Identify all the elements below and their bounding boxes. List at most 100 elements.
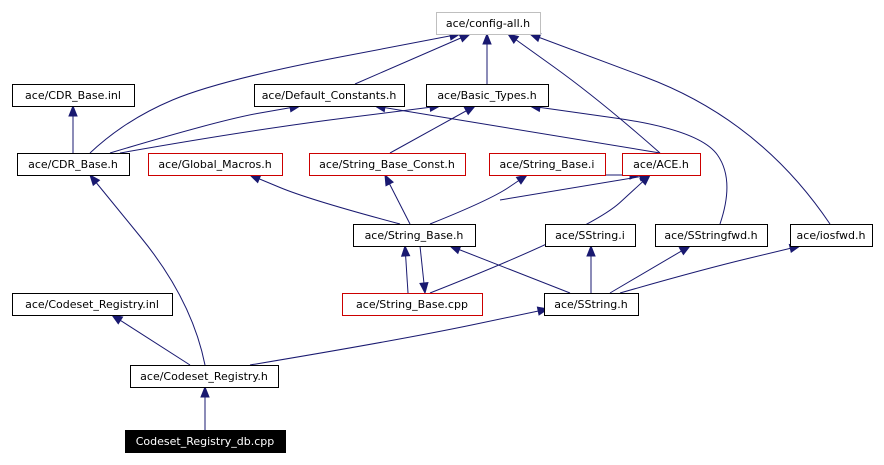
arrowhead-icon [639, 174, 651, 186]
node-box [353, 224, 476, 247]
node-label: ace/SString.i [555, 229, 625, 242]
node-cdr_base_inl[interactable]: ace/CDR_Base.inl [12, 84, 135, 107]
edge-string_base_cpp-to-string_base_h [400, 244, 411, 294]
arrowhead-icon [506, 33, 520, 44]
node-box [622, 153, 701, 176]
edge-line [619, 245, 801, 294]
node-box [17, 153, 130, 176]
node-label: ace/ACE.h [633, 158, 689, 171]
edge-codeset_registry_h-to-codeset_registry_inl [110, 314, 191, 366]
node-label: ace/config-all.h [446, 17, 530, 30]
arrowhead-icon [448, 245, 462, 255]
edge-line [529, 105, 728, 225]
node-iosfwd[interactable]: ace/iosfwd.h [790, 224, 873, 247]
edge-line [389, 105, 476, 154]
edge-line [507, 33, 661, 154]
edge-string_base_h-to-string_base_cpp [419, 245, 429, 295]
arrowhead-icon [200, 385, 210, 398]
node-box [12, 84, 135, 107]
edge-line [89, 33, 461, 154]
edge-codeset_registry_h-to-cdr_base_h [89, 173, 206, 366]
edge-iosfwd-to-config_all [528, 33, 831, 225]
edge-string_base_h-to-global_macros [248, 174, 401, 225]
edge-sstring_h-to-sstring_i [586, 244, 596, 293]
edge-line [429, 174, 528, 225]
node-label: ace/CDR_Base.h [28, 158, 118, 171]
edge-cdr_base_h-to-basic_types [119, 102, 442, 154]
edge-default_constants-to-config_all [354, 33, 472, 85]
edge-line [111, 314, 191, 366]
node-label: ace/String_Base_Const.h [319, 158, 455, 171]
node-box [545, 224, 636, 247]
node-box [12, 293, 173, 316]
node-string_base_h[interactable]: ace/String_Base.h [353, 224, 476, 247]
edge-line [499, 174, 651, 201]
arrowhead-icon [482, 32, 492, 45]
node-box [790, 224, 873, 247]
node-label: ace/Codeset_Registry.h [140, 370, 268, 383]
node-config_all[interactable]: ace/config-all.h [436, 12, 541, 35]
node-label: ace/SString.h [554, 298, 628, 311]
arrowhead-icon [419, 282, 429, 295]
edge-line [449, 245, 571, 294]
node-default_constants[interactable]: ace/Default_Constants.h [254, 84, 405, 107]
edge-line [119, 105, 441, 154]
node-box [489, 153, 606, 176]
edge-cdr_base_h-to-cdr_base_inl [68, 104, 78, 153]
edge-sstring_h-to-sstringfwd [609, 245, 692, 294]
edge-codeset_registry_db-to-codeset_registry_h [200, 385, 210, 430]
edge-line [609, 245, 691, 294]
node-box [148, 153, 283, 176]
node-cdr_base_h[interactable]: ace/CDR_Base.h [17, 153, 130, 176]
node-label: ace/String_Base.i [500, 158, 595, 171]
node-label: Codeset_Registry_db.cpp [136, 435, 274, 448]
node-label: ace/String_Base.h [365, 229, 464, 242]
arrowhead-icon [586, 244, 596, 257]
node-codeset_registry_h[interactable]: ace/Codeset_Registry.h [130, 365, 279, 388]
edge-line [249, 308, 549, 366]
arrowhead-icon [110, 314, 124, 325]
arrowhead-icon [248, 174, 262, 184]
arrowhead-icon [400, 244, 411, 257]
node-box [655, 224, 768, 247]
edge-sstring_h-to-string_base_h [448, 245, 571, 294]
node-codeset_registry_db[interactable]: Codeset_Registry_db.cpp [125, 430, 286, 453]
edge-string_base_h-to-string_base_i [429, 174, 529, 225]
node-string_base_cpp[interactable]: ace/String_Base.cpp [342, 293, 483, 316]
node-box [426, 84, 549, 107]
node-string_base_i[interactable]: ace/String_Base.i [489, 153, 606, 176]
arrowhead-icon [68, 104, 78, 117]
edge-line [374, 105, 661, 154]
arrowhead-icon [89, 173, 101, 187]
node-label: ace/Global_Macros.h [158, 158, 271, 171]
edge-string_base_const-to-basic_types [389, 105, 477, 154]
node-global_macros[interactable]: ace/Global_Macros.h [148, 153, 283, 176]
nodes-layer: ace/config-all.h ace/CDR_Base.inl ace/Defa… [12, 12, 873, 453]
node-label: ace/Default_Constants.h [262, 89, 397, 102]
node-basic_types[interactable]: ace/Basic_Types.h [426, 84, 549, 107]
arrowhead-icon [515, 174, 529, 185]
node-label: ace/Basic_Types.h [437, 89, 536, 102]
node-string_base_const[interactable]: ace/String_Base_Const.h [309, 153, 466, 176]
arrowhead-icon [678, 245, 692, 256]
node-sstringfwd[interactable]: ace/SStringfwd.h [655, 224, 768, 247]
node-ace_h[interactable]: ace/ACE.h [622, 153, 701, 176]
edge-line [249, 174, 401, 225]
edge-line [354, 33, 471, 85]
arrowhead-icon [384, 173, 394, 187]
node-box [254, 84, 405, 107]
node-sstring_h[interactable]: ace/SString.h [544, 293, 639, 316]
node-label: ace/Codeset_Registry.inl [25, 298, 159, 311]
node-sstring_i[interactable]: ace/SString.i [545, 224, 636, 247]
node-box [130, 365, 279, 388]
node-codeset_registry_inl[interactable]: ace/Codeset_Registry.inl [12, 293, 173, 316]
node-box [544, 293, 639, 316]
node-label: ace/SStringfwd.h [664, 229, 757, 242]
edges-layer [68, 31, 831, 430]
node-box [436, 12, 541, 35]
edge-sstring_h-to-iosfwd [619, 243, 802, 294]
node-label: ace/CDR_Base.inl [25, 89, 121, 102]
edge-line [109, 105, 301, 154]
node-label: ace/iosfwd.h [797, 229, 866, 242]
